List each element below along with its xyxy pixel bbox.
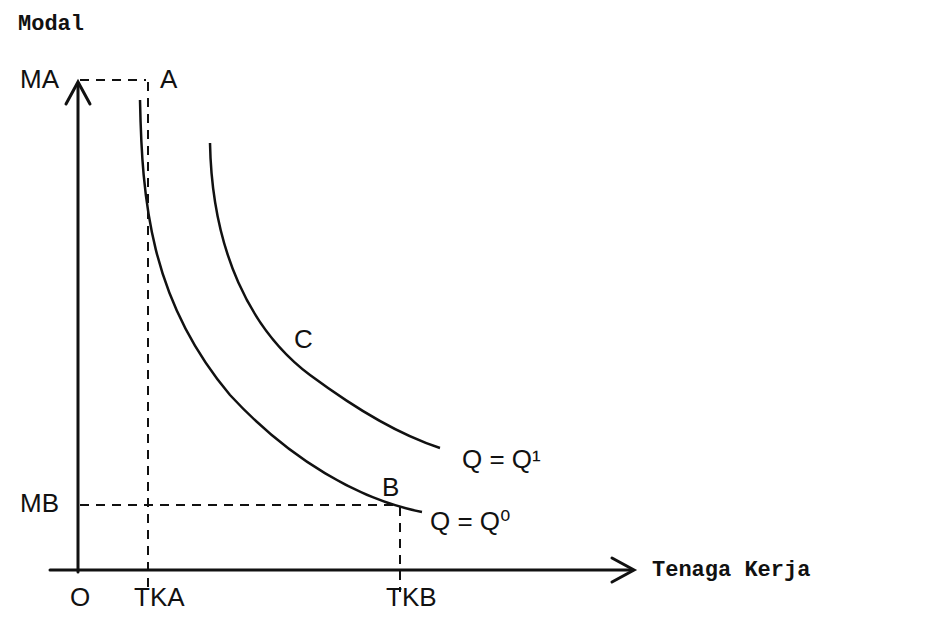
x-axis <box>50 569 632 572</box>
point-label: A <box>160 66 177 92</box>
point-label: C <box>294 326 313 352</box>
isoquant-q0 <box>140 100 422 512</box>
y-axis <box>77 84 80 572</box>
guide-line <box>80 504 398 506</box>
isoquant-q1 <box>210 143 440 448</box>
axis-value: TKA <box>134 584 185 610</box>
axis-title: Modal <box>18 14 84 36</box>
curve-label: Q = Q¹ <box>462 446 541 472</box>
x-axis-arrow <box>612 558 634 582</box>
origin-label: O <box>70 584 90 610</box>
axis-value: MB <box>20 490 59 516</box>
axis-title: Tenaga Kerja <box>652 560 810 582</box>
axis-value: TKB <box>386 584 437 610</box>
curve-label: Q = Q⁰ <box>430 508 511 534</box>
guide-line <box>80 79 146 81</box>
guide-line <box>147 82 149 592</box>
guide-line <box>399 507 401 592</box>
axis-value: MA <box>20 66 59 92</box>
y-axis-arrow <box>66 82 90 104</box>
point-label: B <box>382 474 399 500</box>
